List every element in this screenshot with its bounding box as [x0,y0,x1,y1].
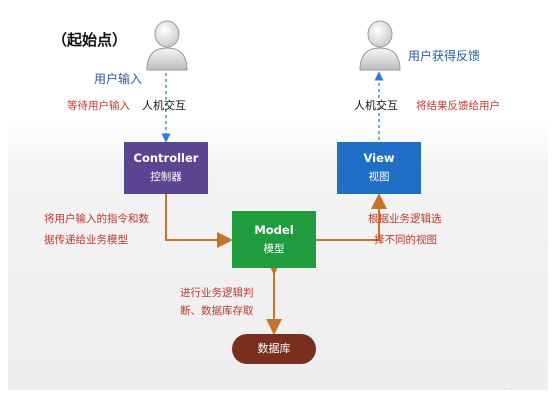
start-point-label: （起始点） [52,31,128,49]
wait-input-label: 等待用户输入 [67,100,130,112]
controller-title: Controller [133,151,199,166]
view-title: View [363,151,395,166]
select-view-label-line2: 择不同的视图 [374,234,437,246]
database-title: 数据库 [257,342,291,356]
return-feedback-label: 将结果反馈给用户 [416,100,500,112]
model-node: Model 模型 [232,211,316,268]
interaction-label-left: 人机交互 [142,99,186,112]
database-node: 数据库 [232,334,316,364]
business-logic-label-line2: 断、数据库存取 [180,305,254,317]
user-input-label: 用户输入 [94,72,143,86]
watermark: · · · [498,385,513,395]
controller-node: Controller 控制器 [124,142,208,194]
controller-subtitle: 控制器 [150,171,182,184]
pass-to-model-label-line1: 将用户输入的指令和数 [44,213,149,225]
arrow-controller-to-model [165,194,233,248]
interaction-label-right: 人机交互 [354,99,398,112]
view-subtitle: 视图 [368,171,390,184]
user-feedback-label: 用户获得反馈 [408,49,481,63]
model-subtitle: 模型 [263,242,285,255]
select-view-label-line1: 根据业务逻辑选 [368,213,442,225]
user-icon [146,20,188,71]
user-icon [359,20,401,71]
view-node: View 视图 [337,142,421,194]
business-logic-label-line1: 进行业务逻辑判 [180,287,254,299]
model-title: Model [254,222,294,237]
pass-to-model-label-line2: 据传递给业务模型 [44,234,128,246]
arrow-model-to-view [316,193,387,241]
